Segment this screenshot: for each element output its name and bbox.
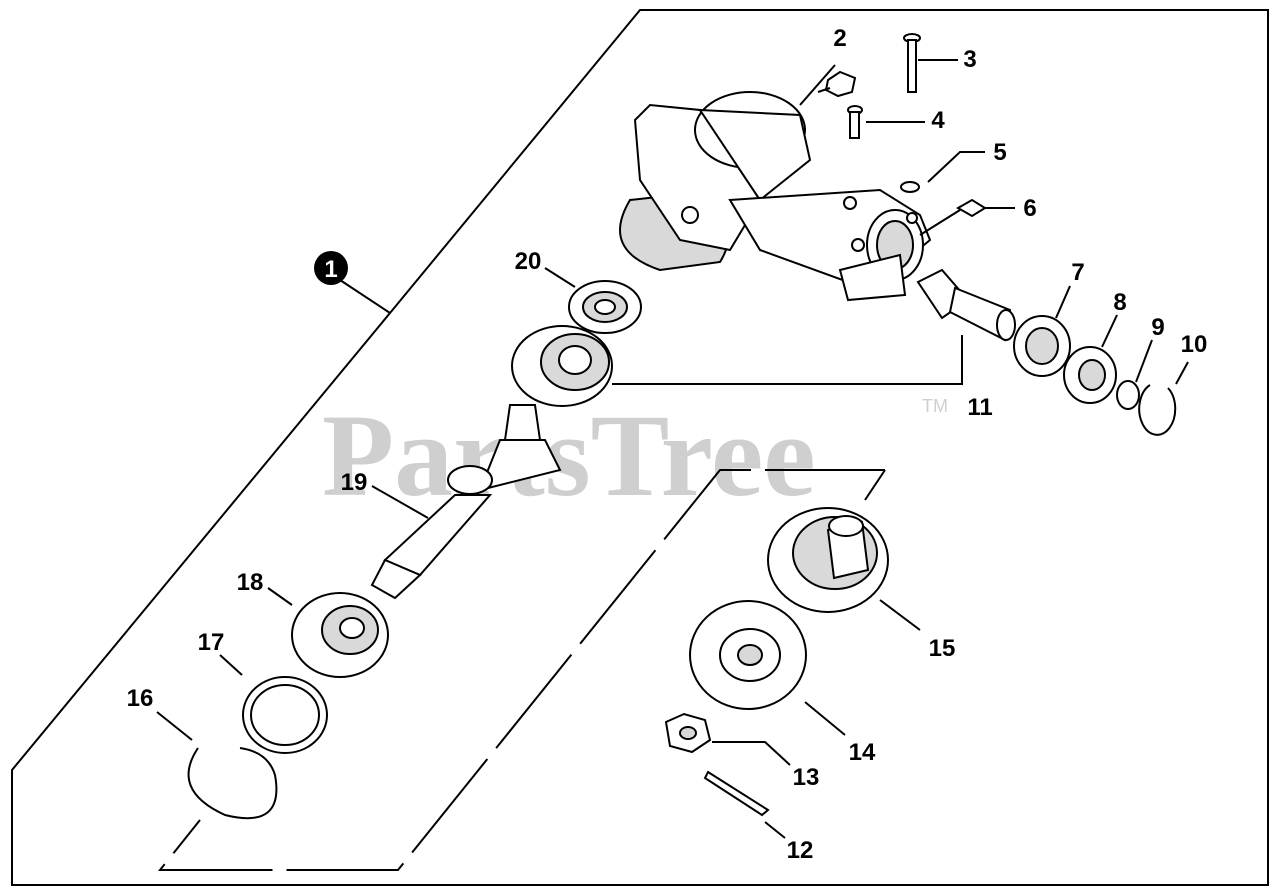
watermark-trademark: TM [922, 396, 948, 416]
watermark-text: PartsTree [322, 390, 816, 521]
callout-10: 10 [1181, 331, 1208, 358]
screw-part-3 [903, 33, 921, 93]
cover-plate-part-14 [689, 600, 807, 710]
pinion-gear-part-11 [916, 268, 1016, 342]
bearing-part-8 [1063, 346, 1117, 404]
callout-15: 15 [929, 635, 956, 662]
shaft-part-19 [370, 404, 562, 600]
callout-11: 11 [967, 394, 992, 421]
callout-4: 4 [931, 107, 945, 134]
callout-12: 12 [787, 837, 814, 864]
bearing-part-20 [568, 280, 642, 334]
blade-holder-part-15 [767, 507, 889, 613]
snap-ring-part-16 [187, 747, 278, 820]
bolt-part-2 [817, 70, 857, 98]
leader-lines [156, 59, 1189, 839]
callout-14: 14 [849, 739, 876, 766]
callout-16: 16 [127, 685, 154, 712]
washer-part-5 [900, 181, 920, 193]
snap-ring-part-9 [1116, 380, 1140, 410]
nut-part-13 [664, 712, 712, 754]
screw-part-4 [847, 105, 863, 139]
washer-part-17 [242, 676, 328, 754]
callout-17: 17 [198, 629, 225, 656]
callout-13: 13 [793, 764, 820, 791]
retaining-ring-part-10 [1138, 384, 1177, 436]
subassembly-boundary [157, 469, 885, 871]
assembly-callout-badge [314, 251, 348, 285]
callout-7: 7 [1071, 259, 1084, 286]
callout-1: 1 [324, 256, 337, 283]
assembly-boundary [11, 9, 1269, 886]
gear-case-housing [619, 91, 932, 302]
callout-18: 18 [237, 569, 264, 596]
callout-8: 8 [1113, 289, 1126, 316]
callout-9: 9 [1151, 314, 1164, 341]
bevel-gear [511, 325, 613, 407]
callout-20: 20 [515, 248, 542, 275]
bearing-part-7 [1013, 315, 1071, 377]
cotter-pin-part-12 [703, 770, 770, 817]
callout-19: 19 [341, 469, 368, 496]
plate-part-6 [955, 198, 987, 218]
callout-2: 2 [833, 25, 846, 52]
callout-5: 5 [993, 139, 1006, 166]
callout-6: 6 [1023, 195, 1036, 222]
bearing-part-18 [291, 592, 389, 678]
callout-3: 3 [963, 46, 976, 73]
